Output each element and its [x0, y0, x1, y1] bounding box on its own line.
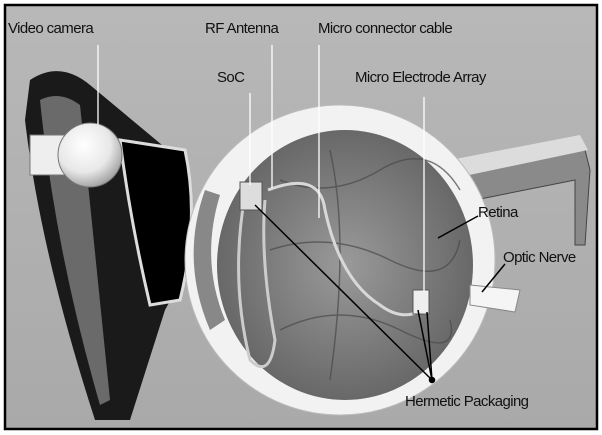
video-camera	[57, 122, 123, 188]
glasses-lens	[118, 138, 193, 307]
label-optic-nerve: Optic Nerve	[503, 249, 576, 266]
eye-lens-side	[193, 190, 225, 330]
label-rf-antenna: RF Antenna	[205, 20, 279, 37]
white-leader-lines	[97, 45, 425, 292]
label-hermetic-packaging: Hermetic Packaging	[405, 393, 529, 410]
label-retina: Retina	[478, 204, 519, 221]
temple-arm-top	[450, 135, 588, 178]
label-soc: SoC	[217, 69, 245, 86]
micro-connector-cable	[267, 181, 419, 317]
label-video-camera: Video camera	[8, 20, 94, 37]
label-micro-electrode-array: Micro Electrode Array	[355, 69, 487, 86]
label-micro-connector-cable: Micro connector cable	[318, 20, 452, 37]
black-leader-lines	[254, 204, 506, 384]
soc-chip	[239, 181, 263, 211]
micro-electrode-array	[412, 289, 430, 315]
rf-antenna-coil	[237, 194, 277, 369]
